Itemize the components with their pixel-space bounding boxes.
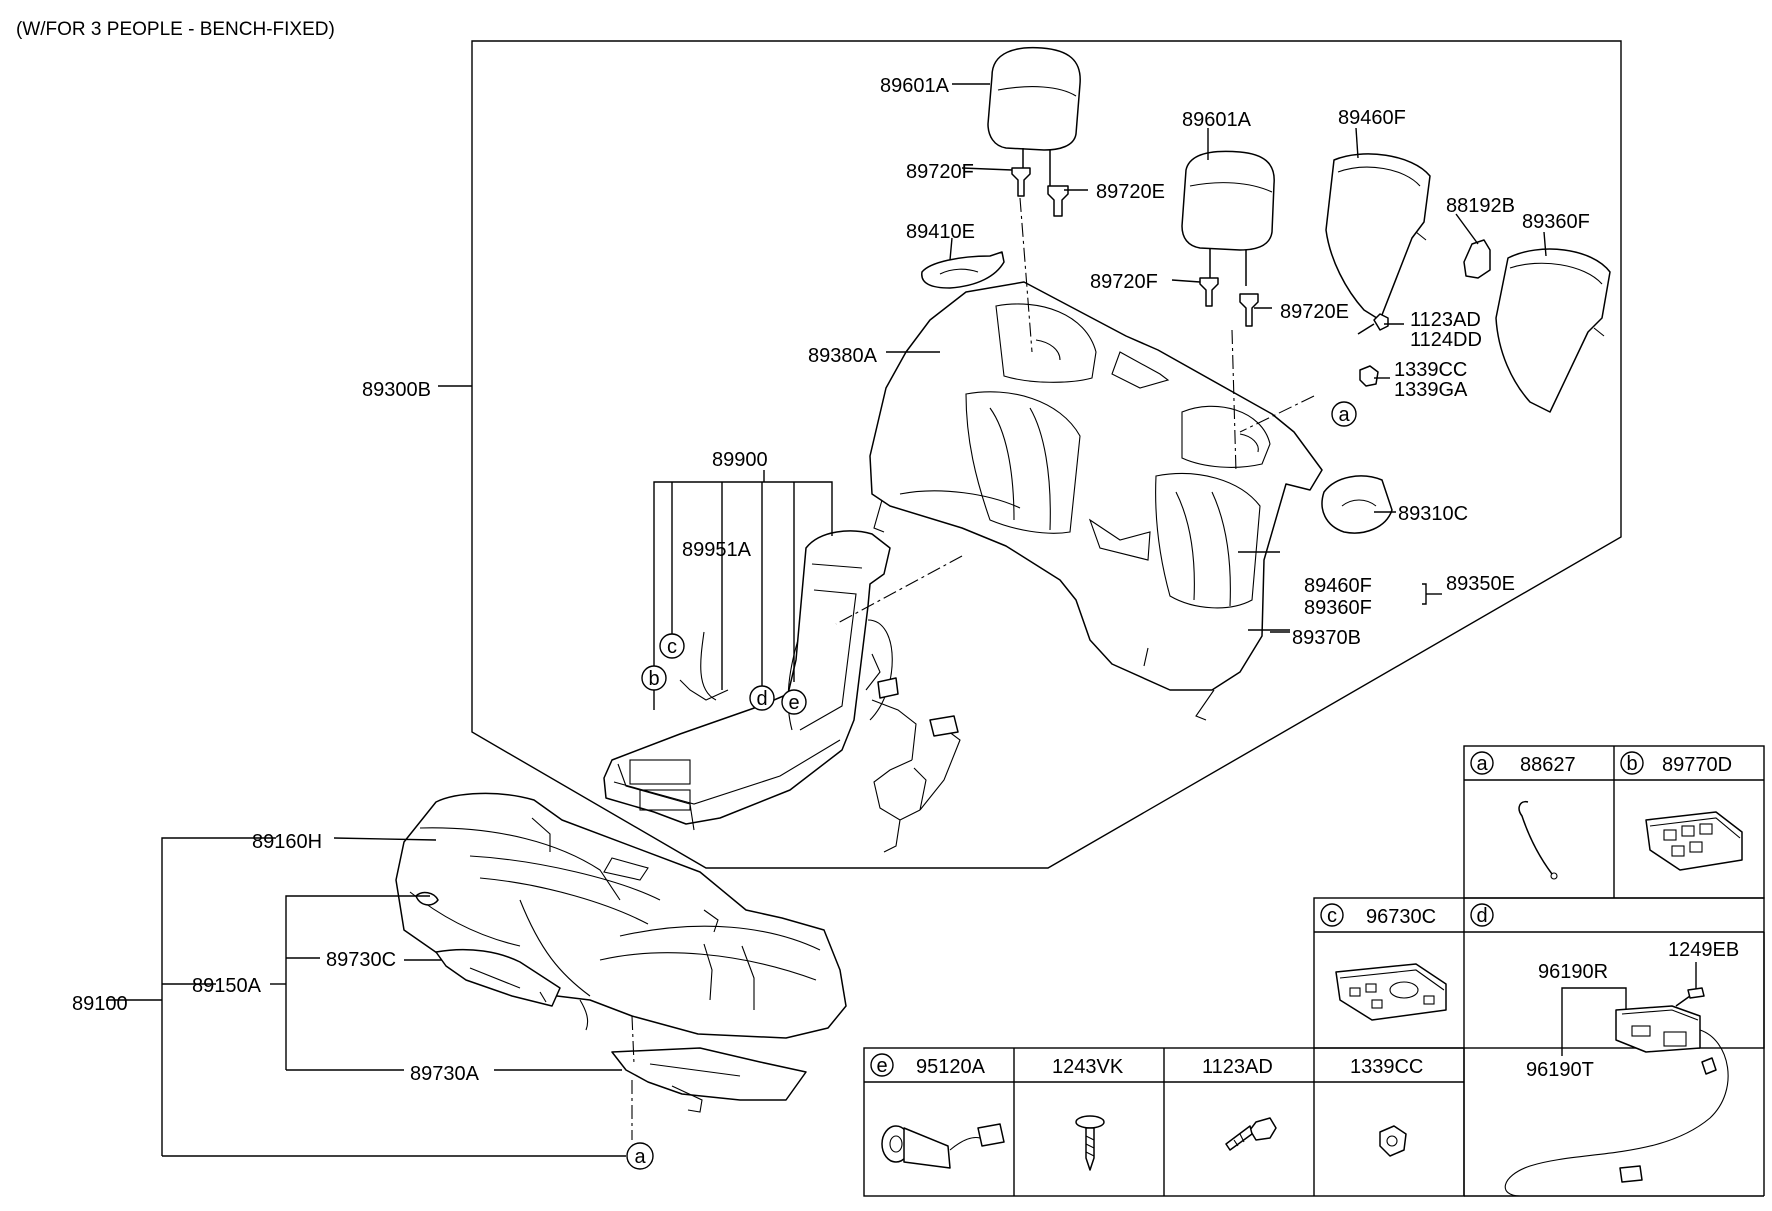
label-89720f-upper: 89720F: [906, 161, 974, 183]
screw-1249eb-icon: [1675, 987, 1705, 1007]
detail-d-part-1249eb: 1249EB: [1668, 939, 1739, 961]
detail-d-part-96190t: 96190T: [1526, 1059, 1594, 1081]
label-89350e: 89350E: [1446, 573, 1515, 595]
clip-88192b[interactable]: [1463, 239, 1491, 279]
label-88192b: 88192B: [1446, 195, 1515, 217]
label-89900: 89900: [712, 449, 768, 471]
detail-part-1339cc: 1339CC: [1350, 1056, 1423, 1078]
headrest-guide-lower-right[interactable]: [1239, 293, 1259, 327]
callout-a-seatback: a: [1331, 401, 1357, 427]
label-89730c: 89730C: [326, 949, 396, 971]
detail-cell-b: b 89770D: [1620, 751, 1743, 871]
svg-text:c: c: [667, 636, 677, 658]
headrest-right[interactable]: [1181, 150, 1275, 286]
detail-cell-e: e 95120A: [870, 1053, 1005, 1169]
detail-table: [863, 745, 1765, 1197]
wire-clip-88627-icon: [1518, 800, 1553, 875]
detail-cell-c: c 96730C: [1320, 903, 1447, 1021]
label-89601a-right: 89601A: [1182, 109, 1252, 131]
bracket-89310c[interactable]: [1321, 475, 1393, 534]
label-89380a: 89380A: [808, 345, 878, 367]
label-89310c: 89310C: [1398, 503, 1468, 525]
bracket-89410e[interactable]: [921, 251, 1005, 289]
label-1124dd: 1124DD: [1410, 329, 1482, 351]
detail-part-1243vk: 1243VK: [1052, 1056, 1124, 1078]
label-1123ad: 1123AD: [1410, 309, 1481, 331]
label-1339cc: 1339CC: [1394, 359, 1467, 381]
label-89150a: 89150A: [192, 975, 262, 997]
label-89601a-left: 89601A: [880, 75, 950, 97]
screw-1243vk-icon: [1075, 1115, 1105, 1171]
label-89410e: 89410E: [906, 221, 975, 243]
svg-text:b: b: [1626, 753, 1637, 775]
controller-96730c-icon: [1335, 963, 1447, 1021]
detail-cell-1243vk: 1243VK: [1052, 1056, 1124, 1171]
bolt-1123ad-detail-icon: [1225, 1117, 1277, 1151]
armrest-assembly[interactable]: [603, 530, 893, 831]
headrest-left[interactable]: [987, 46, 1081, 188]
label-89360f-mid: 89360F: [1304, 597, 1372, 619]
detail-d-part-96190r: 96190R: [1538, 961, 1608, 983]
label-89300b: 89300B: [362, 379, 431, 401]
detail-c-part: 96730C: [1366, 906, 1436, 928]
label-89370b: 89370B: [1292, 627, 1361, 649]
label-89360f-top: 89360F: [1522, 211, 1590, 233]
label-1339ga: 1339GA: [1394, 379, 1468, 401]
nut-1339cc-detail-icon: [1379, 1125, 1407, 1157]
seat-back-boundary: [471, 40, 1622, 869]
detail-part-1123ad: 1123AD: [1202, 1056, 1273, 1078]
usb-jack-96190r-icon: [1615, 1005, 1701, 1053]
detail-cell-1123ad: 1123AD: [1202, 1056, 1277, 1151]
label-89460f-top: 89460F: [1338, 107, 1406, 129]
nut-1339cc-icon[interactable]: [1359, 365, 1379, 387]
callout-d: d: [749, 685, 775, 711]
label-89720f-lower: 89720F: [1090, 271, 1158, 293]
headrest-guide-upper-right[interactable]: [1047, 185, 1069, 217]
headrest-guide-lower-left[interactable]: [1199, 277, 1219, 307]
seat-back-cushion[interactable]: [869, 281, 1323, 721]
label-89720e-upper: 89720E: [1096, 181, 1165, 203]
seat-cushion[interactable]: [395, 792, 847, 1039]
svg-text:d: d: [1476, 905, 1487, 927]
svg-text:c: c: [1327, 905, 1337, 927]
diagram-title: (W/FOR 3 PEOPLE - BENCH-FIXED): [16, 19, 335, 40]
pad-89730c[interactable]: [435, 948, 561, 1007]
headrest-guide-upper-left[interactable]: [1011, 167, 1031, 197]
aux-jack-95120a-icon: [881, 1123, 1005, 1169]
label-89100: 89100: [72, 993, 128, 1015]
bolt-1123ad-icon[interactable]: [1357, 313, 1389, 335]
wiring-harness[interactable]: [679, 631, 961, 853]
pad-89730a[interactable]: [611, 1047, 807, 1113]
callout-e: e: [781, 689, 807, 715]
detail-e-part: 95120A: [916, 1056, 986, 1078]
back-cover-89360f[interactable]: [1495, 248, 1611, 413]
svg-text:e: e: [876, 1055, 887, 1077]
svg-text:d: d: [756, 688, 767, 710]
label-89951a: 89951A: [682, 539, 752, 561]
svg-text:a: a: [1338, 404, 1350, 426]
svg-text:b: b: [648, 668, 659, 690]
detail-cell-a: a 88627: [1470, 751, 1576, 880]
svg-text:a: a: [1476, 753, 1488, 775]
label-89160h: 89160H: [252, 831, 322, 853]
detail-b-part: 89770D: [1662, 754, 1732, 776]
label-89720e-lower: 89720E: [1280, 301, 1349, 323]
cable-96190t-icon: [1504, 1029, 1729, 1197]
svg-text:e: e: [788, 692, 799, 714]
switch-89770d-icon: [1645, 811, 1743, 871]
label-89460f-mid: 89460F: [1304, 575, 1372, 597]
callout-b: b: [641, 665, 667, 691]
label-89730a: 89730A: [410, 1063, 480, 1085]
detail-a-part: 88627: [1520, 754, 1576, 776]
detail-cell-1339cc: 1339CC: [1350, 1056, 1423, 1157]
callout-a-bottom: a: [626, 1142, 654, 1170]
callout-c: c: [659, 633, 685, 659]
back-cover-89460f[interactable]: [1325, 153, 1431, 321]
detail-cell-d: d 96190R 1249EB 96190T: [1470, 903, 1739, 1197]
svg-text:a: a: [634, 1146, 646, 1168]
